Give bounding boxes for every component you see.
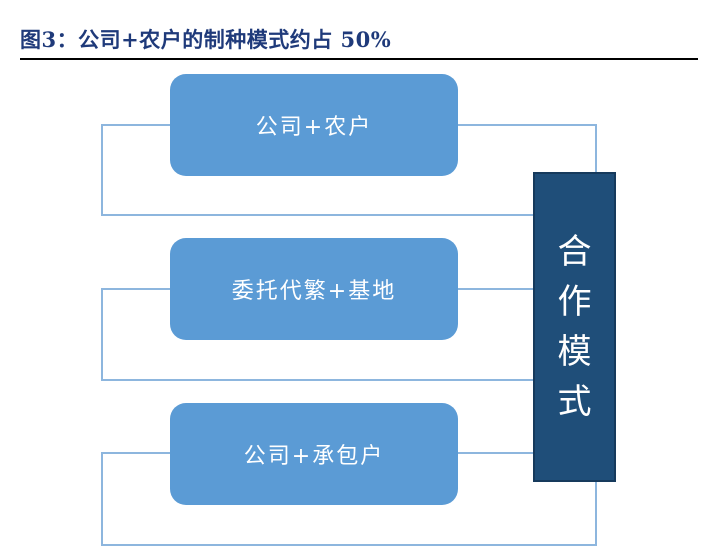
model-label: 公司+农户 [255,115,373,140]
figure-title: 图3：公司+农户的制种模式约占 50% [20,27,392,52]
model-box-entrusted-base: 委托代繁+基地 [170,238,458,340]
title-divider [20,58,698,60]
hub-char: 作 [557,282,592,322]
model-box-company-contractor: 公司+承包户 [170,403,458,505]
model-label: 委托代繁+基地 [231,279,397,304]
cooperation-mode-hub: 合 作 模 式 [533,172,616,482]
model-label: 公司+承包户 [243,444,385,469]
hub-char: 合 [557,232,592,272]
hub-char: 式 [557,382,592,422]
hub-char: 模 [557,332,592,372]
connector-loop-1 [101,124,597,216]
model-box-company-farmer: 公司+农户 [170,74,458,176]
